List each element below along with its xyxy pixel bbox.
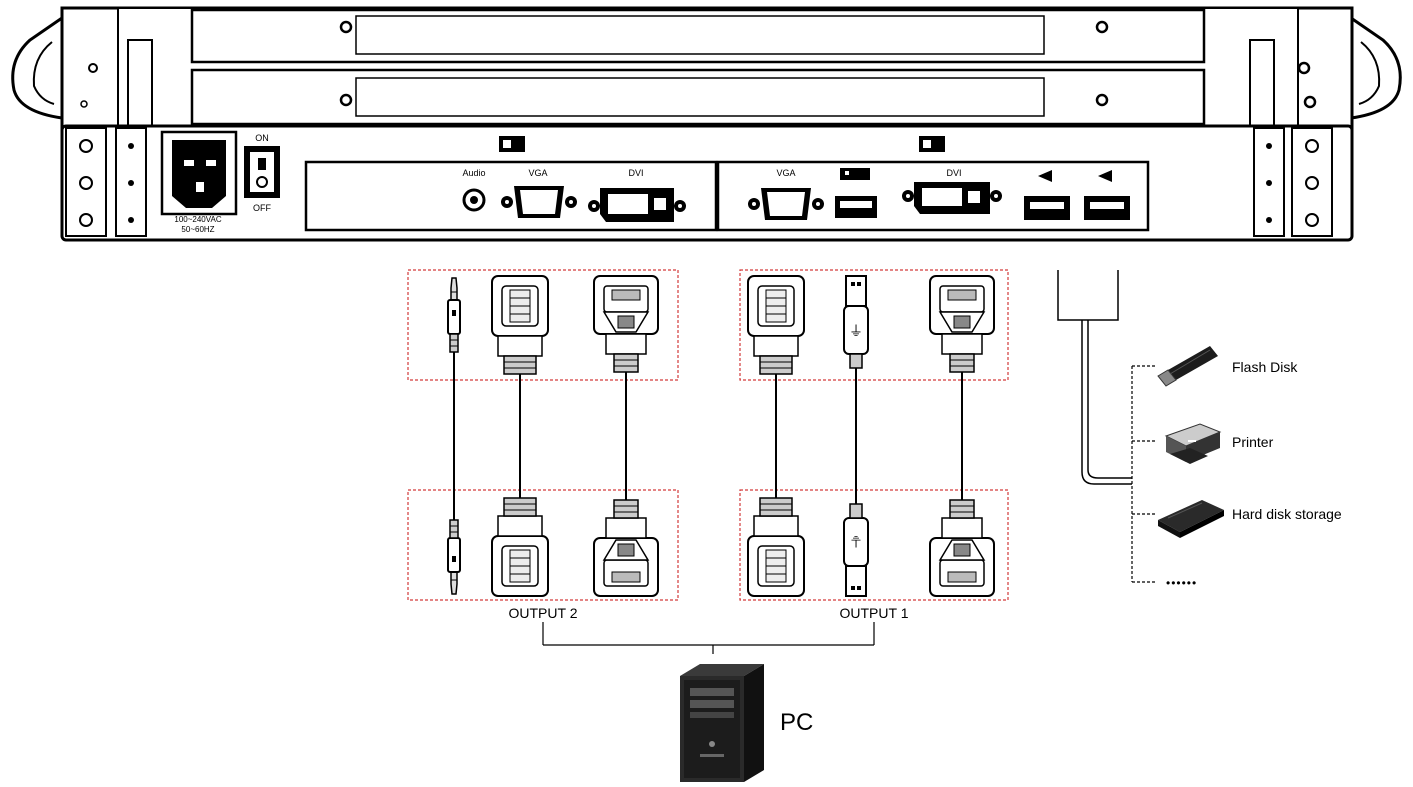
output1-bottom-group	[739, 489, 1009, 601]
hard-disk-label: Hard disk storage	[1232, 506, 1342, 522]
usb-hub-cable	[1057, 270, 1132, 485]
vga-port-right-label: VGA	[776, 168, 795, 178]
vga-plug-output1-top	[747, 275, 805, 375]
pc-label: PC	[780, 709, 813, 736]
output1-label: OUTPUT 1	[840, 605, 909, 621]
vga-plug-output2-top	[491, 275, 549, 375]
power-rating-line2: 50~60HZ	[181, 225, 214, 234]
usb-port-right-2	[1024, 170, 1070, 220]
rack-ear-left	[11, 15, 64, 120]
vga-port-left-label: VGA	[528, 168, 547, 178]
dvi-plug-output1-bottom	[929, 499, 995, 597]
more-devices-label: ••••••	[1166, 576, 1197, 590]
audio-plug-output2-top	[447, 277, 461, 353]
power-switch-on-label: ON	[255, 133, 269, 143]
dvi-port-right-label: DVI	[946, 168, 961, 178]
pc-connection-bracket	[542, 622, 875, 654]
power-inlet	[160, 130, 238, 216]
power-switch-off-label: OFF	[253, 203, 271, 213]
peripheral-branch-lines	[1131, 365, 1156, 583]
usb-plug-output1-top	[843, 275, 869, 369]
power-rating-line1: 100~240VAC	[174, 215, 221, 224]
cables	[453, 352, 963, 520]
printer-label: Printer	[1232, 434, 1274, 450]
vga-port-left	[501, 186, 577, 218]
audio-port	[462, 188, 486, 212]
dvi-plug-output1-top	[929, 275, 995, 373]
rack-chassis: 100~240VAC 50~60HZ ON OFF Audio VGA	[11, 6, 1402, 242]
card-right-indicator	[919, 136, 945, 152]
pc-tower-icon	[680, 664, 764, 782]
dvi-plug-output2-top	[593, 275, 659, 373]
vga-plug-output1-bottom	[747, 497, 805, 597]
usb-plug-output1-bottom	[843, 503, 869, 597]
flash-disk-label: Flash Disk	[1232, 359, 1298, 375]
dvi-port-left-label: DVI	[628, 168, 643, 178]
dvi-plug-output2-bottom	[593, 499, 659, 597]
card-left-indicator	[499, 136, 525, 152]
output2-label: OUTPUT 2	[509, 605, 578, 621]
hard-disk-icon	[1158, 500, 1224, 538]
usb-port-right-1	[835, 168, 877, 218]
dvi-port-left	[588, 188, 686, 222]
vga-plug-output2-bottom	[491, 497, 549, 597]
printer-icon	[1164, 423, 1222, 464]
flash-disk-icon	[1157, 346, 1218, 387]
audio-plug-output2-bottom	[447, 519, 461, 595]
power-switch[interactable]	[244, 146, 280, 198]
usb-port-right-3	[1084, 170, 1130, 220]
audio-port-label: Audio	[462, 168, 485, 178]
output2-top-group	[407, 269, 679, 381]
rack-ear-right	[1349, 15, 1402, 120]
output1-top-group	[739, 269, 1009, 381]
output2-bottom-group	[407, 489, 679, 601]
vga-port-right	[748, 188, 824, 220]
dvi-port-right	[902, 182, 1002, 214]
